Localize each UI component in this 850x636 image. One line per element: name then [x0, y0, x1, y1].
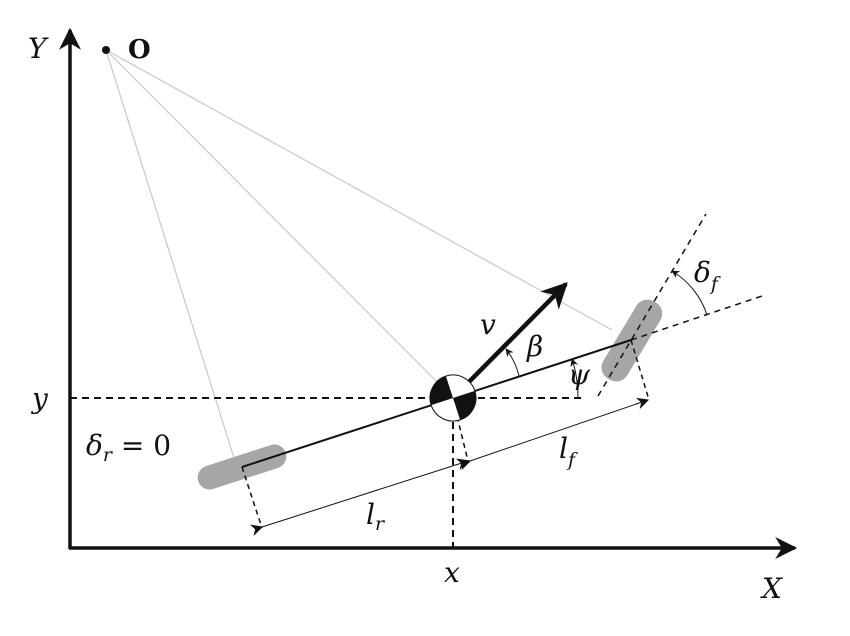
x-axis-label: X	[760, 572, 783, 605]
ray-cg	[105, 49, 454, 399]
l-f-dimension	[457, 397, 650, 471]
front-steer-line	[597, 213, 707, 397]
ray-rear	[105, 49, 235, 459]
rear-dim-extension	[241, 466, 263, 529]
velocity-vector	[451, 282, 568, 400]
ray-front	[105, 49, 613, 331]
front-dim-extension	[630, 339, 650, 401]
center-of-gravity-icon	[429, 374, 477, 422]
beta-arc	[505, 348, 520, 377]
velocity-label: v	[480, 308, 496, 341]
delta-f-label: δf	[694, 256, 721, 295]
beta-label: β	[526, 330, 543, 363]
l-r-dimension	[249, 458, 470, 537]
y-position-label: y	[30, 382, 49, 415]
y-axis-label: Y	[28, 32, 49, 65]
delta-r-label: δr = 0	[86, 429, 171, 466]
x-position-label: x	[444, 556, 460, 589]
psi-label: ψ	[568, 358, 591, 391]
icr-rays	[105, 49, 613, 459]
psi-arc	[570, 358, 579, 399]
delta-f-arc	[671, 270, 708, 316]
origin-label: O	[128, 35, 151, 65]
icr-point	[102, 46, 110, 54]
l-f-label: lf	[559, 432, 578, 471]
l-r-label: lr	[366, 498, 386, 535]
heading-extension	[630, 294, 766, 341]
